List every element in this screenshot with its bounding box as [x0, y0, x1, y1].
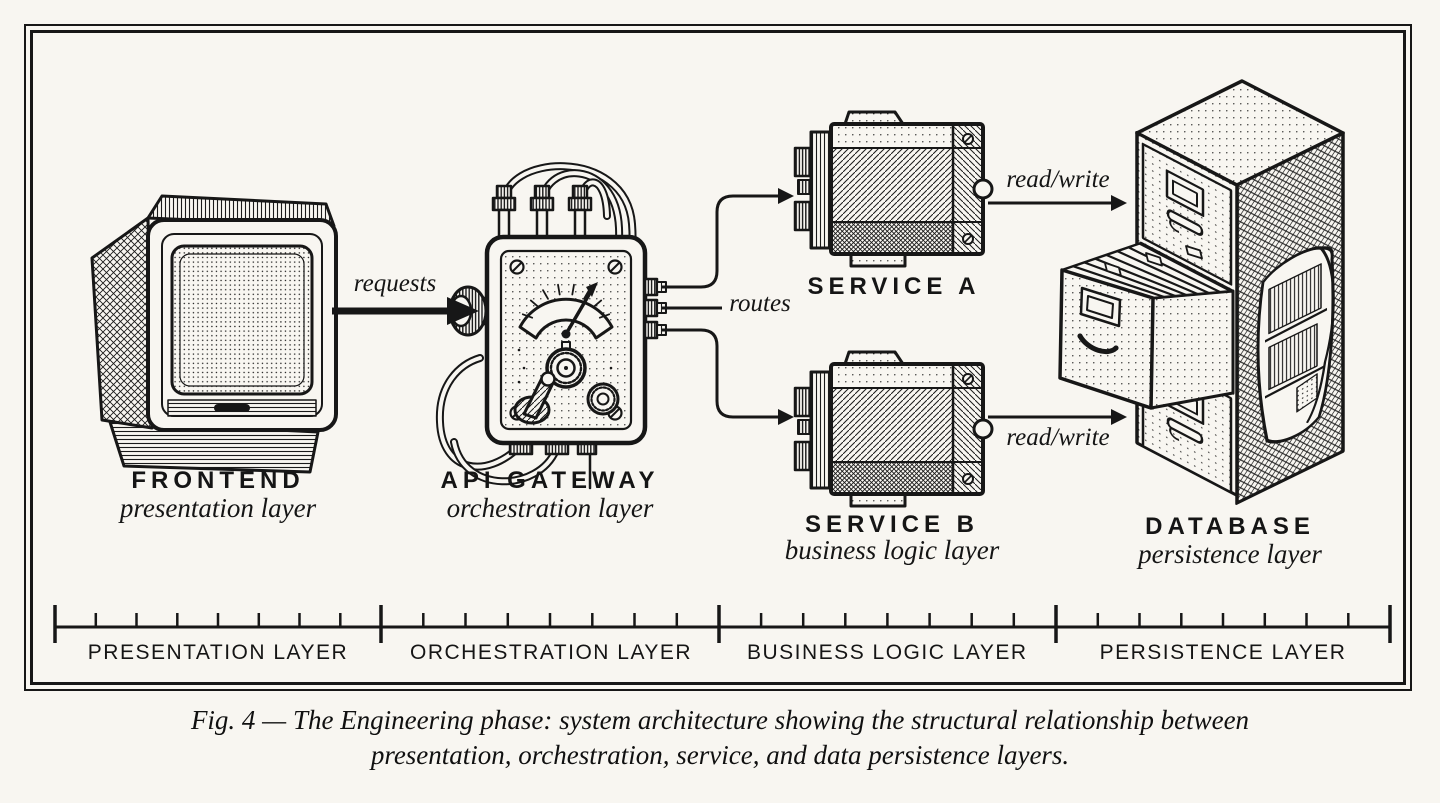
- read-write-top-edge-label: read/write: [1006, 166, 1110, 193]
- ruler-label-business-logic: BUSINESS LOGIC LAYER: [747, 641, 1028, 664]
- service-b-motor-icon: [793, 350, 994, 508]
- figure-frame-inner-border: [30, 30, 1406, 685]
- service-a-title: SERVICE A: [807, 273, 981, 300]
- database-title: DATABASE: [1145, 513, 1315, 540]
- service-a-motor-icon: [793, 110, 994, 268]
- database-subtitle: persistence layer: [1138, 539, 1322, 569]
- service-b-title: SERVICE B: [805, 511, 979, 538]
- ruler-label-persistence: PERSISTENCE LAYER: [1099, 641, 1347, 664]
- filing-cabinet-icon: [1058, 79, 1345, 505]
- routes-edge-label: routes: [729, 290, 791, 317]
- api-gateway-title: API GATEWAY: [440, 467, 660, 494]
- figure-frame: [24, 24, 1412, 691]
- read-write-arrows: [988, 195, 1127, 425]
- open-drawer: [1058, 241, 1235, 410]
- service-b-subtitle: business logic layer: [784, 535, 1000, 565]
- layer-ruler: [53, 605, 1392, 643]
- ruler-label-orchestration: ORCHESTRATION LAYER: [410, 641, 693, 664]
- ruler-label-presentation: PRESENTATION LAYER: [87, 641, 349, 664]
- control-box-icon: [435, 162, 667, 490]
- requests-arrow: [332, 297, 479, 325]
- crt-monitor-icon: [90, 194, 338, 474]
- frontend-subtitle: presentation layer: [119, 493, 317, 523]
- route-arrows: [662, 188, 794, 425]
- requests-edge-label: requests: [353, 270, 437, 297]
- figure-caption-line1: Fig. 4 — The Engineering phase: system a…: [190, 705, 1250, 735]
- figure-caption-line2: presentation, orchestration, service, an…: [370, 740, 1070, 770]
- frontend-title: FRONTEND: [131, 467, 305, 494]
- api-gateway-subtitle: orchestration layer: [446, 493, 654, 523]
- read-write-bottom-edge-label: read/write: [1006, 424, 1110, 451]
